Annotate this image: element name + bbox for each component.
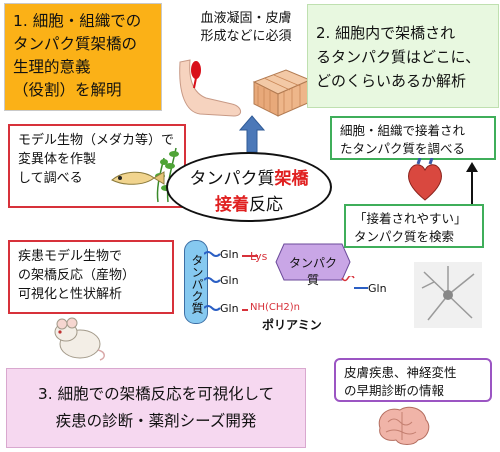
amine-formula: NH(CH2)n xyxy=(250,302,301,313)
panel-physiological-role: 1. 細胞・組織での タンパク質架橋の 生理的意義 （役割）を解明 xyxy=(4,3,162,111)
gln-label-3: Gln xyxy=(220,302,239,315)
arrow-up-icon xyxy=(238,115,266,153)
panel-physiological-role-text: 1. 細胞・組織での タンパク質架橋の 生理的意義 （役割）を解明 xyxy=(13,12,142,99)
arrow-up-small-icon xyxy=(466,162,478,208)
diagnosis-info-box: 皮膚疾患、神経変性 の早期診断の情報 xyxy=(334,358,492,402)
leg-wound-icon xyxy=(179,59,241,117)
search-text: 「接着されやすい」 タンパク質を検索 xyxy=(354,211,467,244)
polyamine-label: ポリアミン xyxy=(262,318,322,332)
panel-visualization-diagnosis-text: 3. 細胞での架橋反応を可視化して 疾患の診断・薬剤シーズ開発 xyxy=(37,385,275,430)
cell-tissue-box: 細胞・組織で接着され たタンパク質を調べる xyxy=(330,116,496,160)
disease-model-box: 疾患モデル生物で の架橋反応（産物） 可視化と性状解析 xyxy=(8,240,174,314)
cell-tissue-text: 細胞・組織で接着され たタンパク質を調べる xyxy=(340,123,466,156)
heart-icon xyxy=(408,158,442,201)
top-caption: 血液凝固・皮膚 形成などに必須 xyxy=(186,10,306,46)
center-word-protein: タンパク質 xyxy=(189,169,275,189)
gln-right-link xyxy=(341,276,368,289)
gln-right-label: Gln xyxy=(368,282,387,295)
brain-icon xyxy=(378,406,430,445)
panel-localization-analysis-text: 2. 細胞内で架橋され るタンパク質はどこに、 どのくらいあるか解析 xyxy=(316,24,481,90)
panel-visualization-diagnosis: 3. 細胞での架橋反応を可視化して 疾患の診断・薬剤シーズ開発 xyxy=(6,368,306,448)
gln-label-2: Gln xyxy=(220,274,239,287)
right-protein-label: タンパク質 xyxy=(288,256,337,287)
left-protein-label: タンパク質 xyxy=(190,254,204,314)
lys-label: Lys xyxy=(250,250,268,263)
neuron-icon xyxy=(414,262,482,328)
skin-tissue-icon xyxy=(252,69,312,117)
top-caption-text: 血液凝固・皮膚 形成などに必須 xyxy=(200,11,292,44)
search-box: 「接着されやすい」 タンパク質を検索 xyxy=(344,204,484,248)
model-organism-text: モデル生物（メダカ等）で 変異体を作製 して調べる xyxy=(18,133,175,186)
disease-model-text: 疾患モデル生物で の架橋反応（産物） 可視化と性状解析 xyxy=(18,249,136,302)
mouse-icon xyxy=(54,317,105,361)
crosslink-reaction-ellipse: タンパク質架橋 接着反応 xyxy=(166,152,332,222)
center-word-crosslink: 架橋 xyxy=(274,169,309,189)
right-protein xyxy=(275,243,351,281)
panel-localization-analysis: 2. 細胞内で架橋され るタンパク質はどこに、 どのくらいあるか解析 xyxy=(307,4,499,108)
center-word-reaction: 反応 xyxy=(249,195,283,215)
diagnosis-info-text: 皮膚疾患、神経変性 の早期診断の情報 xyxy=(344,365,457,398)
reaction-links xyxy=(204,251,258,311)
center-word-adhesion: 接着 xyxy=(215,195,249,215)
gln-label-1: Gln xyxy=(220,248,239,261)
